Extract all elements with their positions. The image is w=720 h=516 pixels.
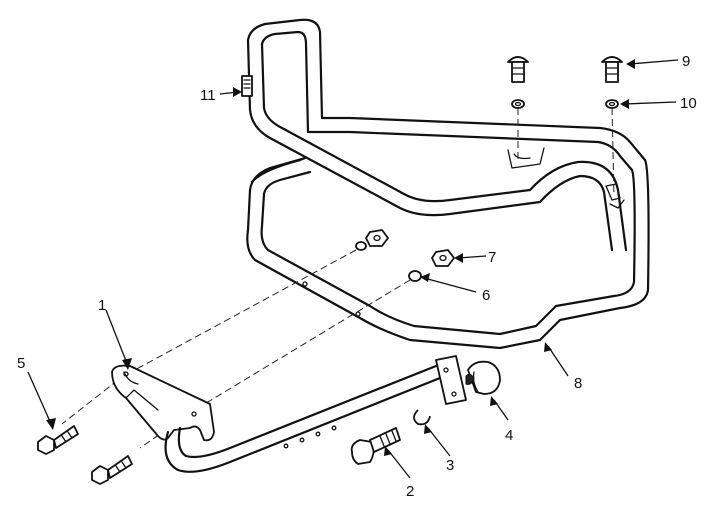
lock-washer-right bbox=[605, 99, 619, 109]
split-lock-washer bbox=[413, 409, 431, 426]
callout-11: 11 bbox=[200, 87, 216, 104]
hex-nut-lower bbox=[431, 249, 455, 267]
callout-2: 2 bbox=[406, 483, 414, 500]
assembly-line-right bbox=[611, 107, 615, 197]
washer-upper bbox=[355, 241, 367, 251]
assembly-line-lower-bolt bbox=[187, 279, 411, 415]
callout-1: 1 bbox=[98, 297, 106, 314]
lower-bar bbox=[164, 364, 442, 473]
callout-8: 8 bbox=[574, 375, 582, 392]
cap-screw-lower bbox=[91, 455, 133, 485]
callout-10: 10 bbox=[680, 95, 697, 112]
hex-bolt bbox=[350, 427, 401, 465]
mounting-bracket bbox=[111, 364, 215, 442]
carriage-bolt-right bbox=[601, 56, 623, 83]
rubber-bumper bbox=[465, 360, 501, 395]
hex-nut-upper bbox=[365, 229, 389, 247]
callout-7: 7 bbox=[488, 249, 496, 266]
callout-leaders bbox=[27, 59, 679, 479]
end-plate bbox=[435, 355, 467, 405]
washer-lower bbox=[408, 270, 422, 282]
callout-5: 5 bbox=[17, 355, 25, 372]
bumper-frame bbox=[246, 18, 650, 350]
callout-6: 6 bbox=[482, 287, 490, 304]
cap-screw-upper bbox=[37, 425, 79, 455]
carriage-bolt-left bbox=[507, 56, 529, 83]
label-tag bbox=[241, 75, 253, 97]
assembly-line-upper-bolt bbox=[119, 249, 357, 379]
assembly-line-bolt-5 bbox=[61, 379, 119, 425]
callout-9: 9 bbox=[682, 53, 690, 70]
callout-4: 4 bbox=[505, 427, 513, 444]
lock-washer-left bbox=[511, 99, 525, 109]
callout-3: 3 bbox=[446, 457, 454, 474]
